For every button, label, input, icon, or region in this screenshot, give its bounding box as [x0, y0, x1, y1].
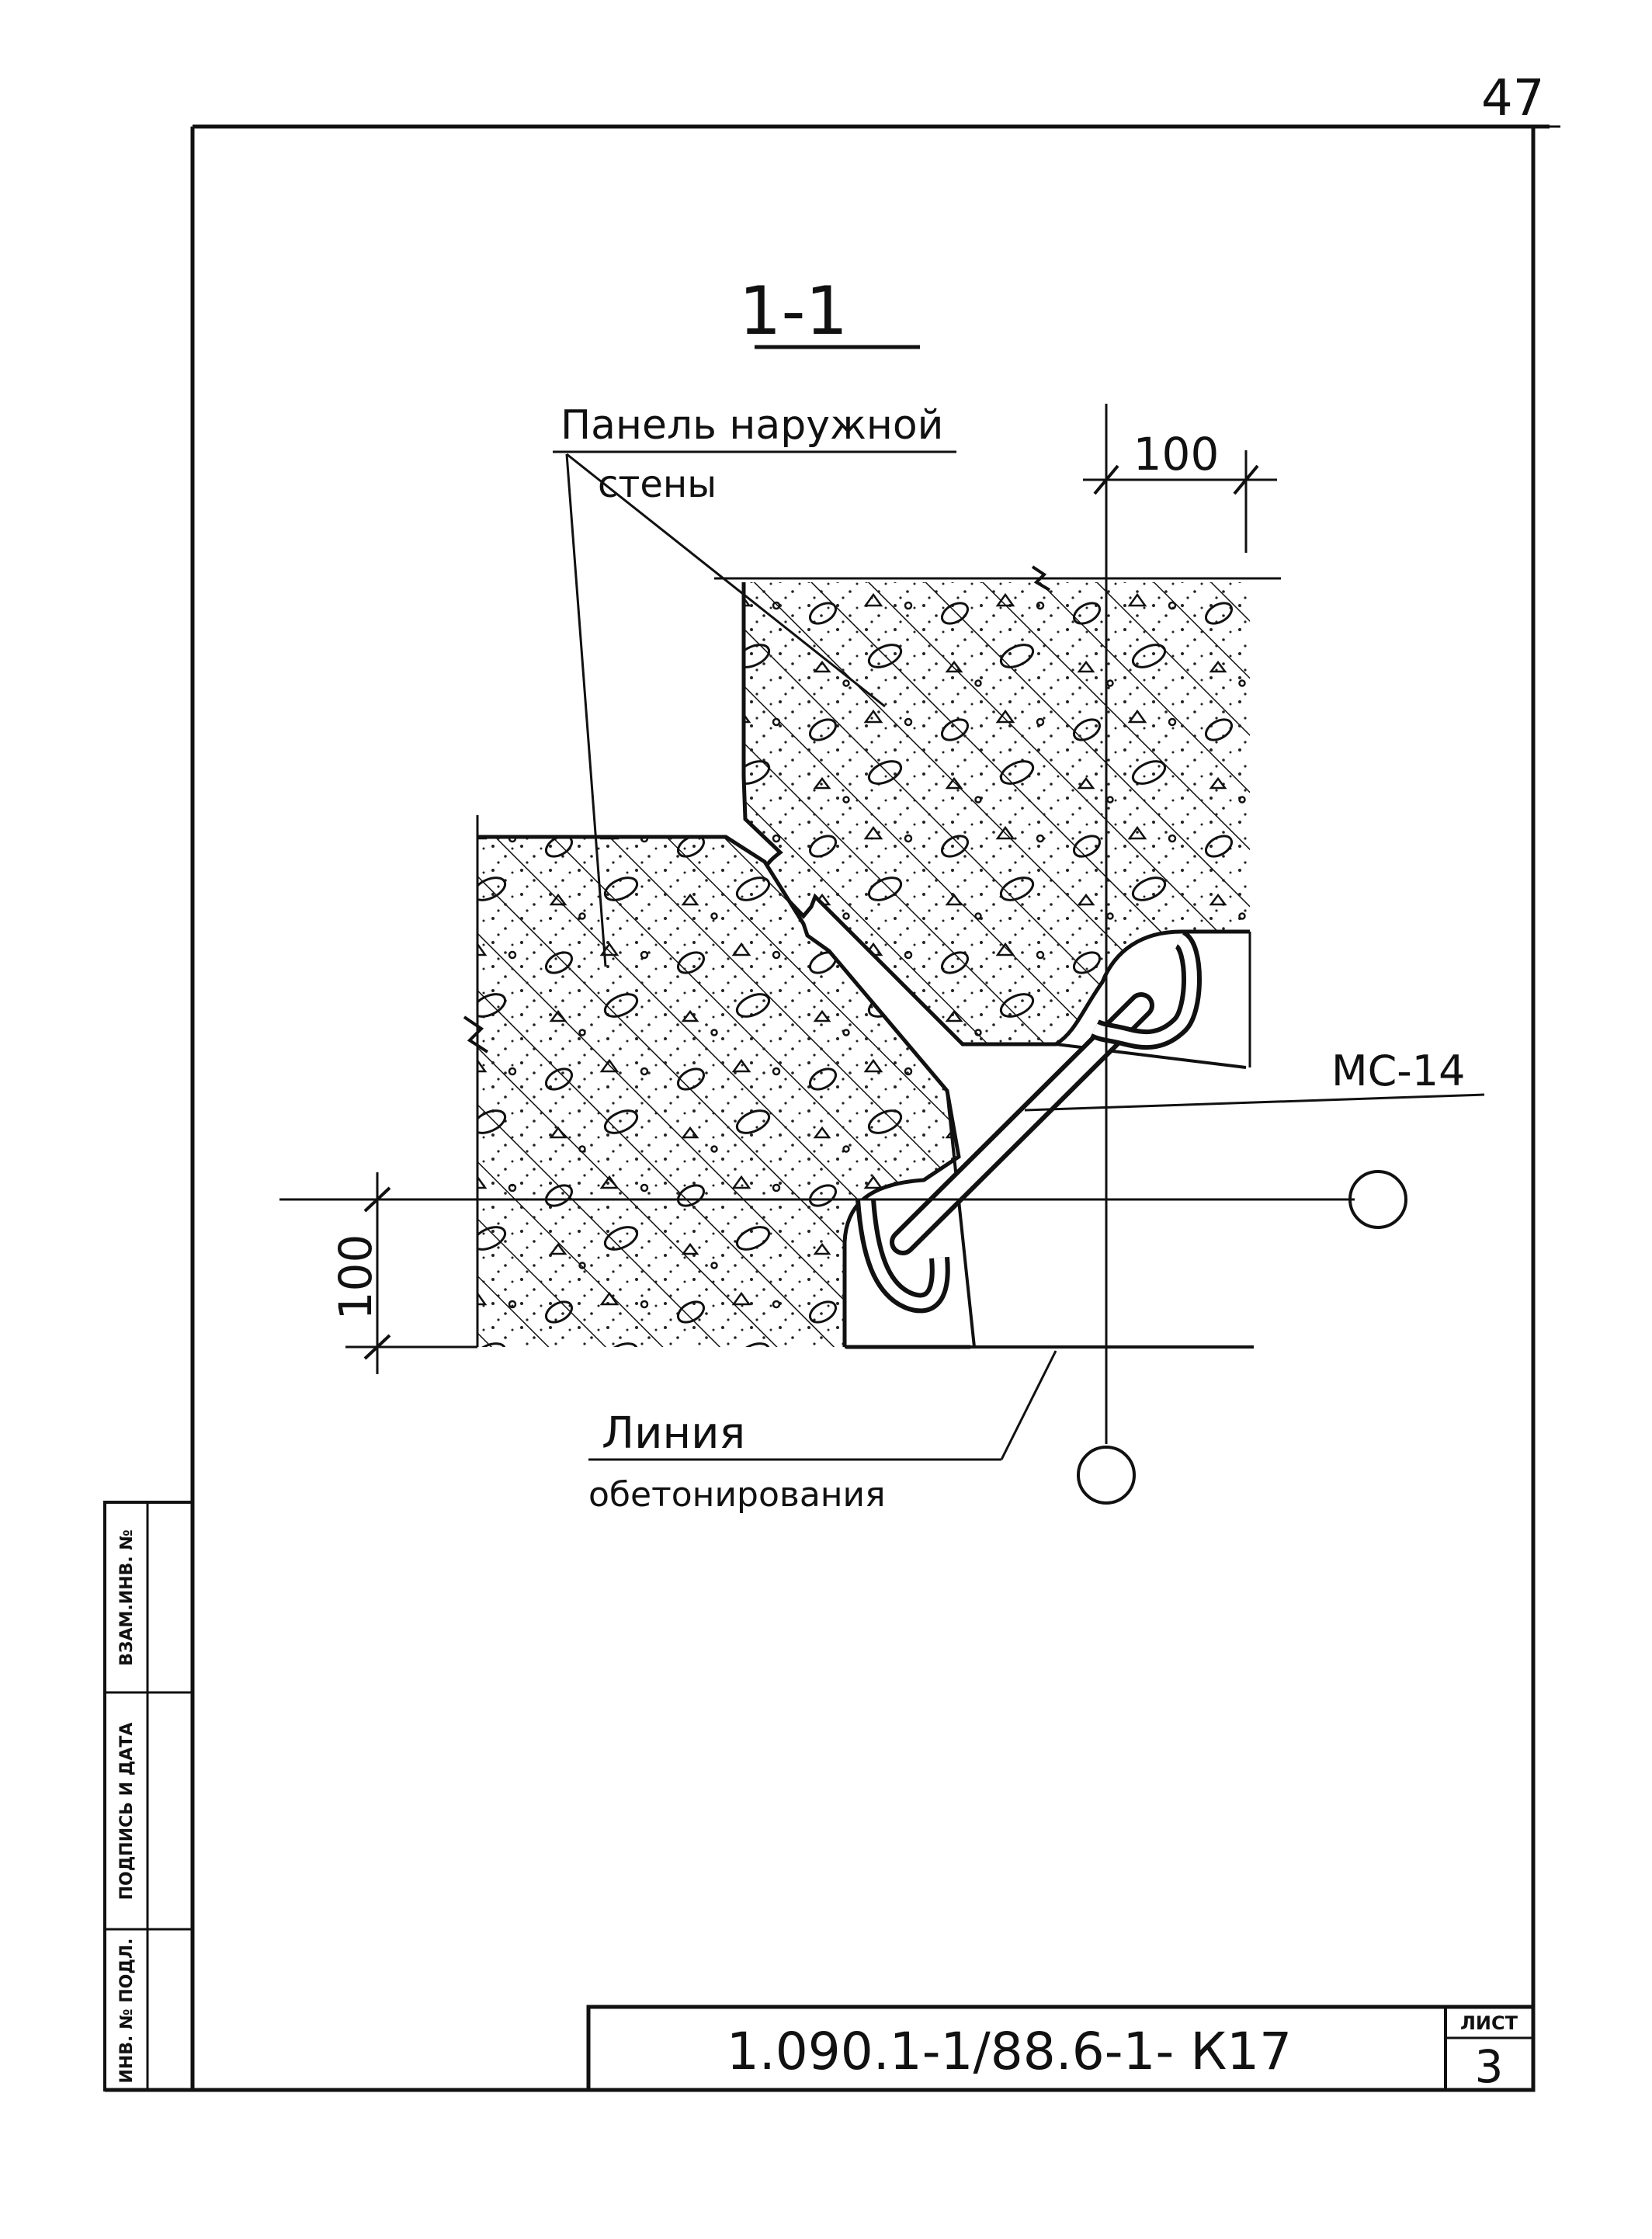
- connector-mc14: [856, 930, 1202, 1314]
- connector-callout: МС-14: [1024, 1047, 1485, 1112]
- section-label: 1-1: [739, 272, 920, 350]
- sheet-label: ЛИСТ: [1460, 2012, 1518, 2034]
- sheet-number: 3: [1475, 2040, 1504, 2093]
- stamp-inv-replace: ВЗАМ.ИНВ. №: [117, 1529, 137, 1666]
- panel-callout-line1: Панель наружной: [560, 402, 943, 449]
- lower-wall-panel: [477, 835, 961, 1347]
- axis-bubble-bottom: [1077, 1446, 1136, 1505]
- stamp-sign-date: ПОДПИСЬ И ДАТА: [117, 1723, 137, 1901]
- axis-bubble-right: [1348, 1170, 1407, 1229]
- dimension-left-label: 100: [329, 1234, 382, 1321]
- panel-callout-line2: стены: [598, 463, 717, 506]
- section-title: 1-1: [739, 272, 848, 350]
- page-number: 47: [1481, 70, 1544, 127]
- axis-lines: [279, 404, 1407, 1505]
- drawing-code: 1.090.1-1/88.6-1- К17: [727, 2022, 1292, 2081]
- concrete-callout: Линия обетонирования: [588, 1350, 1057, 1515]
- stamp-inv-orig: ИНВ. № ПОДЛ.: [117, 1938, 137, 2083]
- concrete-label-line2: обетонирования: [588, 1475, 886, 1515]
- side-stamp: ВЗАМ.ИНВ. № ПОДПИСЬ И ДАТА ИНВ. № ПОДЛ.: [103, 1501, 194, 2091]
- title-block: 1.090.1-1/88.6-1- К17 ЛИСТ 3: [586, 2005, 1536, 2093]
- panel-callout: Панель наружной стены: [553, 402, 956, 967]
- dimension-top-label: 100: [1133, 428, 1220, 481]
- upper-wall-panel: [741, 582, 1250, 1047]
- joint-outline: [845, 932, 1254, 1349]
- connector-label: МС-14: [1331, 1047, 1466, 1095]
- concrete-label-line1: Линия: [602, 1408, 745, 1459]
- dimension-top: 100: [1083, 428, 1277, 553]
- dimension-left: 100: [329, 1172, 477, 1374]
